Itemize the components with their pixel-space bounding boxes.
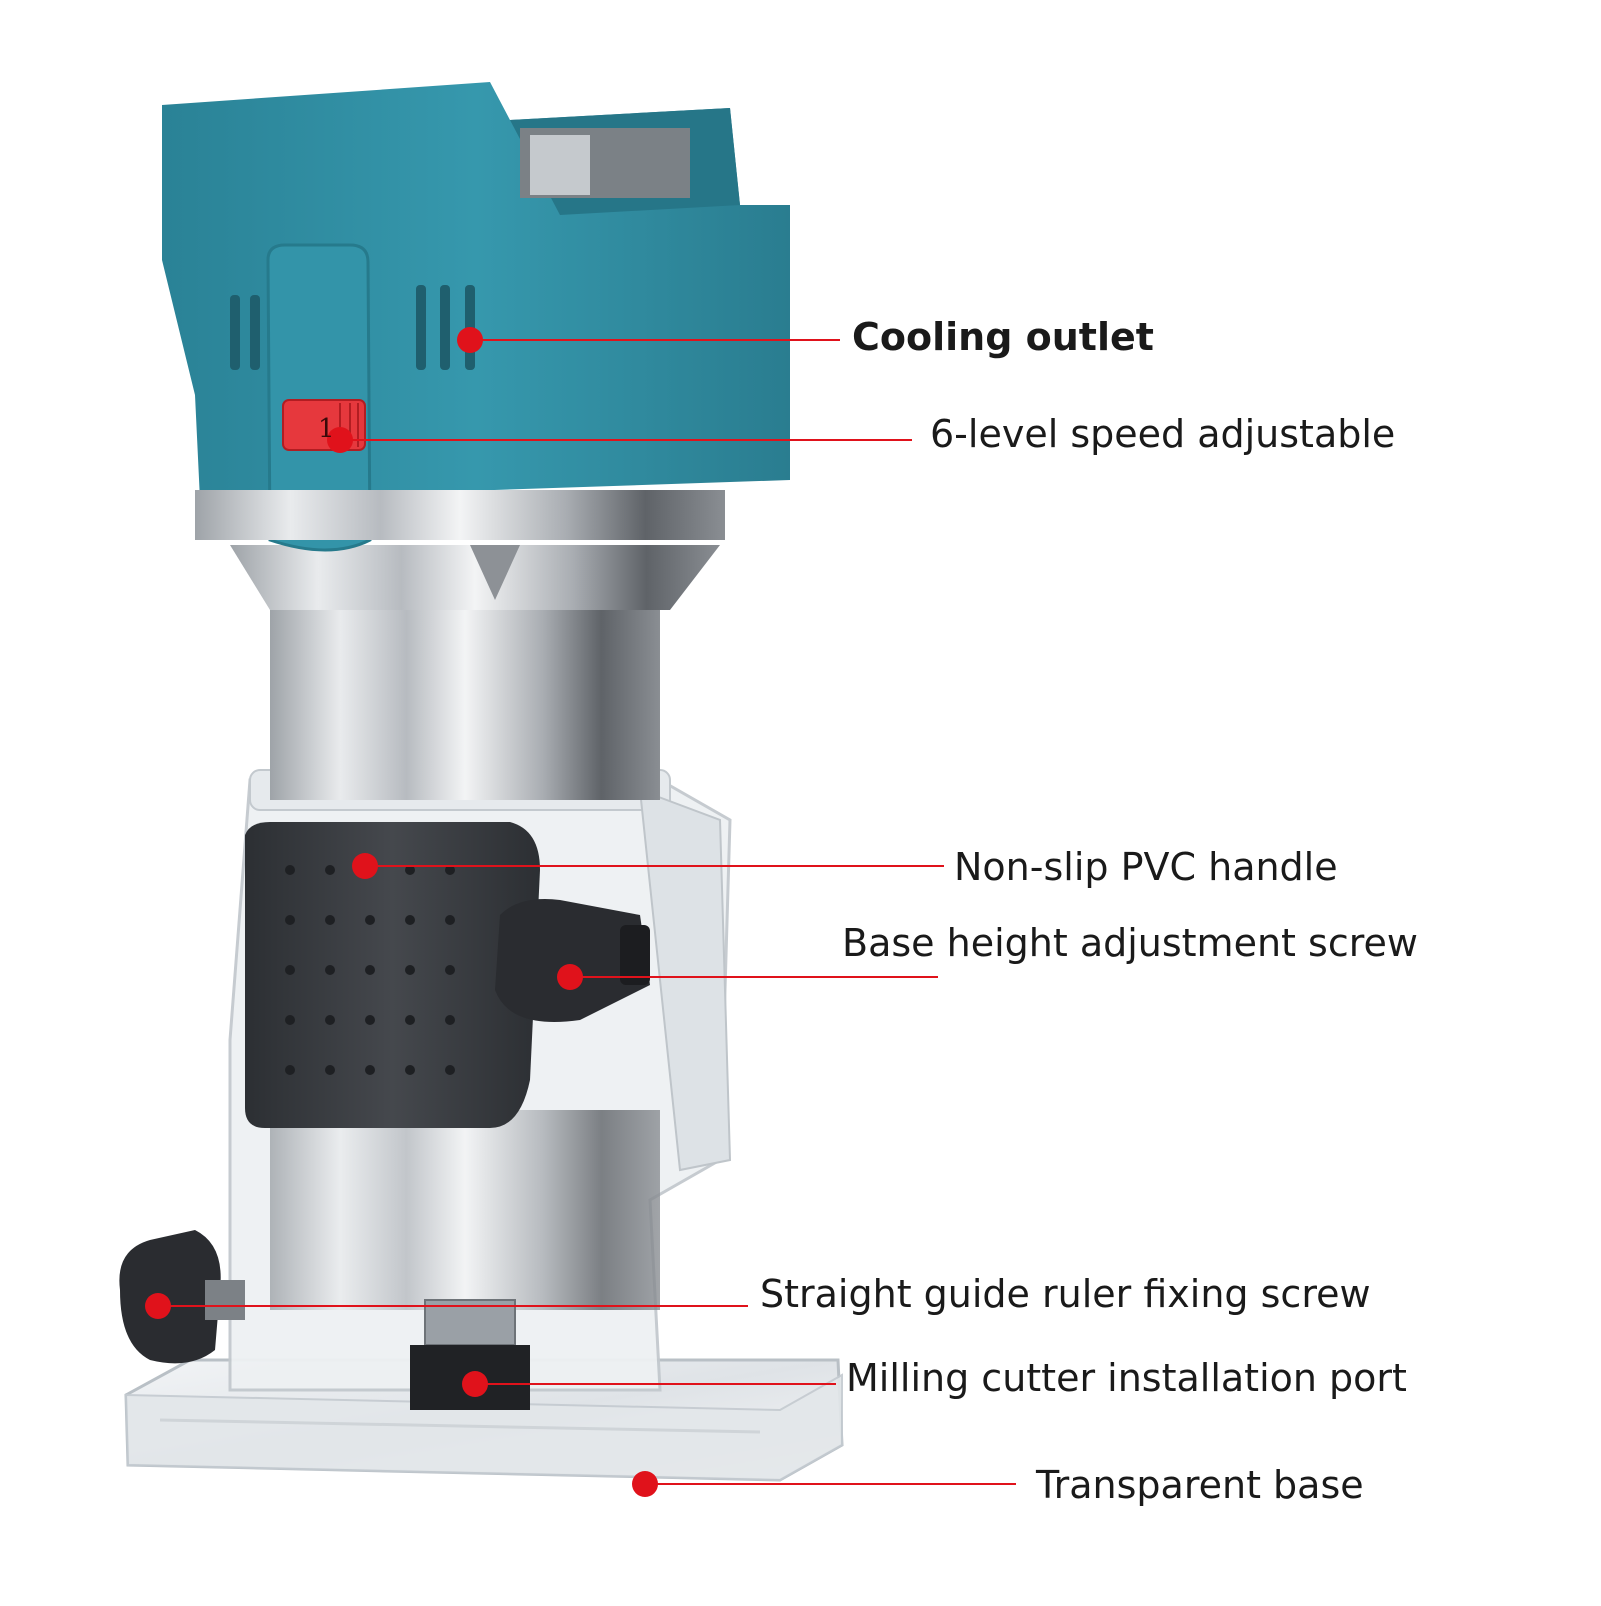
dot-transparent-base — [632, 1471, 658, 1497]
guide-ruler-knob — [119, 1230, 245, 1364]
dot-speed-dial — [327, 427, 353, 453]
label-speed-adjustable: 6-level speed adjustable — [930, 412, 1396, 456]
non-slip-grip — [245, 822, 540, 1128]
speed-dial-numeral: 1 — [318, 414, 335, 444]
leader-lines — [158, 339, 1016, 1485]
dot-cooling-outlet — [457, 327, 483, 353]
dot-handle — [352, 853, 378, 879]
dot-guide-screw — [145, 1293, 171, 1319]
dot-base-height-screw — [557, 964, 583, 990]
teal-housing — [162, 82, 790, 552]
callout-dots — [145, 327, 658, 1497]
aluminum-motor-body — [230, 545, 720, 1310]
label-guide-ruler-screw: Straight guide ruler fixing screw — [760, 1272, 1371, 1316]
base-height-knob — [495, 899, 650, 1022]
label-non-slip-handle: Non-slip PVC handle — [954, 845, 1338, 889]
label-base-height-screw: Base height adjustment screw — [842, 921, 1418, 965]
label-milling-cutter-port: Milling cutter installation port — [846, 1356, 1407, 1400]
label-transparent-base: Transparent base — [1036, 1463, 1364, 1507]
label-cooling-outlet: Cooling outlet — [852, 315, 1154, 359]
milling-cutter-nut — [410, 1299, 530, 1410]
dot-milling-port — [462, 1371, 488, 1397]
